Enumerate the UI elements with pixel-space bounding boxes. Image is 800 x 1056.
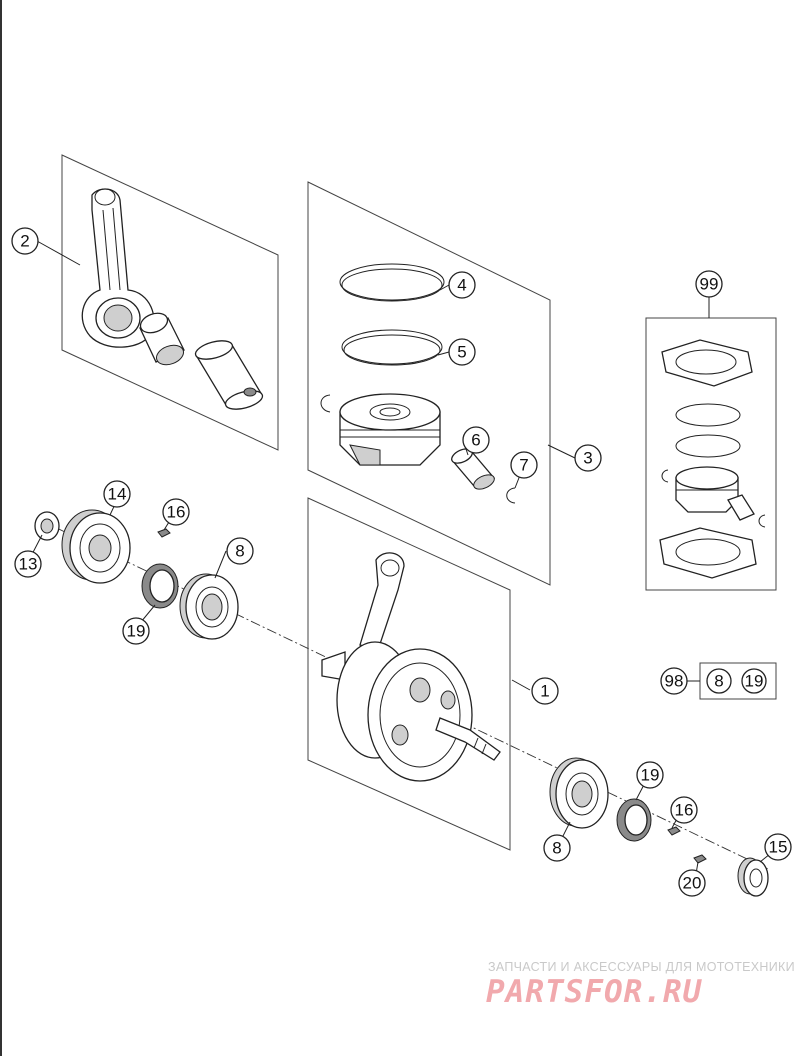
gasket-kit-ring-second-part (675, 434, 741, 458)
piston-clip-left-part (320, 394, 331, 413)
svg-text:16: 16 (167, 503, 186, 522)
conrod-kit-frame (61, 154, 279, 451)
svg-text:8: 8 (552, 839, 561, 858)
main-bearing-right-part (549, 757, 609, 829)
piston-part (339, 393, 441, 466)
primary-gear-part (61, 509, 131, 584)
callout-19-set: 19 (741, 668, 767, 694)
svg-text:8: 8 (235, 542, 244, 561)
callout-98: 98 (660, 667, 688, 695)
callout-19-right: 19 (636, 761, 664, 789)
woodruff-key-lower-part (693, 854, 707, 864)
nut-part (34, 511, 60, 541)
callout-8-right: 8 (543, 834, 571, 862)
callout-5: 5 (448, 338, 476, 366)
main-bearing-left-part (179, 573, 239, 640)
callout-15: 15 (764, 833, 792, 861)
oil-seal-left-part (141, 563, 179, 609)
callout-13: 13 (14, 550, 42, 578)
callout-3: 3 (574, 444, 602, 472)
gasket-kit-frame (645, 317, 777, 591)
gasket-kit-ring-top-part (675, 403, 741, 427)
connecting-rod-part (81, 188, 155, 348)
callout-4: 4 (448, 271, 476, 299)
svg-text:15: 15 (769, 838, 788, 857)
callout-20: 20 (678, 869, 706, 897)
piston-pin-part (450, 448, 496, 490)
callout-1: 1 (531, 677, 559, 705)
watermark-caption: ЗАПЧАСТИ И АКСЕССУАРЫ ДЛЯ МОТОТЕХНИКИ (488, 960, 795, 974)
crankshaft-part (321, 552, 501, 782)
svg-text:3: 3 (583, 449, 592, 468)
svg-text:4: 4 (457, 276, 466, 295)
svg-text:20: 20 (683, 874, 702, 893)
gasket-kit-pin-part (727, 494, 755, 521)
svg-text:16: 16 (675, 801, 694, 820)
crank-pin-part (194, 340, 264, 410)
svg-text:99: 99 (700, 275, 719, 294)
watermark-logo: PARTSFOR.RU (486, 974, 703, 1010)
callout-14: 14 (103, 480, 131, 508)
callout-19-left: 19 (122, 617, 150, 645)
svg-text:98: 98 (665, 672, 684, 691)
svg-text:5: 5 (457, 343, 466, 362)
callout-8-set: 8 (706, 668, 732, 694)
piston-kit-frame (307, 181, 551, 586)
svg-text:14: 14 (108, 485, 127, 504)
svg-text:13: 13 (19, 555, 38, 574)
callout-99: 99 (695, 270, 723, 298)
svg-text:7: 7 (519, 456, 528, 475)
svg-text:19: 19 (641, 766, 660, 785)
callout-6: 6 (462, 426, 490, 454)
svg-text:19: 19 (127, 622, 146, 641)
timing-gear-part (737, 857, 769, 897)
svg-text:6: 6 (471, 431, 480, 450)
svg-text:2: 2 (20, 232, 29, 251)
svg-text:19: 19 (745, 672, 764, 691)
woodruff-key-left-part (157, 528, 171, 538)
needle-bearing-part (139, 312, 185, 366)
page-edge (0, 0, 2, 1056)
callout-16-right: 16 (670, 796, 698, 824)
gasket-kit-piston-part (675, 466, 739, 513)
callout-8-left: 8 (226, 537, 254, 565)
oil-seal-right-part (616, 798, 652, 842)
svg-text:1: 1 (540, 682, 549, 701)
callout-7: 7 (510, 451, 538, 479)
cylinder-head-gasket-part (661, 339, 753, 387)
piston-ring-second-part (341, 329, 443, 365)
callout-2: 2 (11, 227, 39, 255)
crankshaft-frame (307, 497, 511, 851)
piston-ring-top-part (339, 263, 445, 301)
woodruff-key-right-part (667, 826, 681, 836)
cylinder-base-gasket-part (659, 527, 757, 579)
piston-clip-right-part (506, 487, 516, 504)
svg-text:8: 8 (714, 672, 723, 691)
callout-16-left: 16 (162, 498, 190, 526)
